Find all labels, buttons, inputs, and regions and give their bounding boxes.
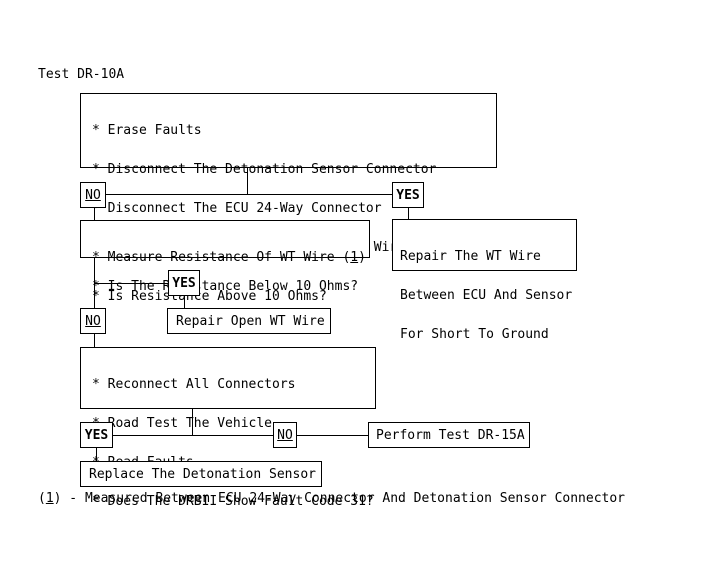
yes1-box: YES [392, 182, 424, 208]
connector-row3-right [297, 435, 368, 436]
step1-line-3: * Disconnect The ECU 24-Way Connector [92, 201, 382, 216]
footnote-ref: 1 [45, 491, 54, 506]
connector-row1-horizontal [106, 194, 393, 195]
yes3-box: YES [80, 422, 113, 448]
yes2-box: YES [168, 270, 200, 296]
connector-yes2-horizontal [95, 283, 168, 284]
step2-line1-post: ) [358, 250, 366, 265]
step2-line1-pre: * Measure Resistance Of WT Wire ( [92, 250, 351, 265]
page-title: Test DR-10A [38, 67, 125, 82]
footnote-text: ) - Measured Between ECU 24-Way Connecto… [53, 491, 626, 506]
no1-box: NO [80, 182, 106, 208]
connector-yes2-down [184, 296, 185, 308]
step3-line-1: * Reconnect All Connectors [92, 377, 296, 392]
yes3-label: YES [84, 427, 109, 443]
repair-open-label: Repair Open WT Wire [176, 313, 325, 329]
repair-short-line-1: Repair The WT Wire [400, 249, 541, 264]
connector-row3-left [113, 435, 273, 436]
step1-line-1: * Erase Faults [92, 123, 202, 138]
replace-sensor-box: Replace The Detonation Sensor [80, 461, 322, 487]
step2-line-2: * Is Resistance Above 10 Ohms? [92, 289, 327, 304]
repair-short-line-2: Between ECU And Sensor [400, 288, 573, 303]
yes1-label: YES [396, 187, 420, 203]
step1-box: * Erase Faults * Disconnect The Detonati… [80, 93, 497, 293]
step3-line-2: * Road Test The Vehicle [92, 416, 273, 431]
step3-box: * Reconnect All Connectors * Road Test T… [80, 347, 376, 508]
no2-box: NO [80, 308, 106, 334]
connector-yes1-down [408, 208, 409, 219]
step1-line-2: * Disconnect The Detonation Sensor Conne… [92, 162, 437, 177]
connector-step1-down [247, 167, 248, 194]
step3-line-4: * Does The DRBII Show Fault Code 31? [92, 494, 374, 509]
repair-short-line-3: For Short To Ground [400, 327, 549, 342]
no3-box: NO [273, 422, 297, 448]
footnote-pre: ( [38, 491, 46, 506]
yes2-label: YES [172, 275, 196, 291]
step2-footnote-ref: 1 [350, 250, 359, 265]
no3-label: NO [277, 427, 293, 443]
connector-step2-down [94, 258, 95, 308]
connector-yes3-down [96, 448, 97, 461]
no2-label: NO [85, 313, 101, 329]
connector-step3-down [192, 409, 193, 435]
no1-label: NO [85, 187, 101, 203]
connector-no1-down [94, 208, 95, 220]
step2-line-1: * Measure Resistance Of WT Wire (1) [92, 251, 369, 264]
footnote: (1) - Measured Between ECU 24-Way Connec… [38, 492, 625, 505]
connector-no2-down [94, 334, 95, 347]
perform-test-box: Perform Test DR-15A [368, 422, 530, 448]
repair-open-box: Repair Open WT Wire [167, 308, 331, 334]
perform-test-label: Perform Test DR-15A [376, 427, 525, 443]
replace-sensor-label: Replace The Detonation Sensor [89, 466, 316, 482]
repair-short-box: Repair The WT Wire Between ECU And Senso… [392, 219, 577, 341]
step2-box: * Measure Resistance Of WT Wire (1) * Is… [80, 220, 370, 303]
